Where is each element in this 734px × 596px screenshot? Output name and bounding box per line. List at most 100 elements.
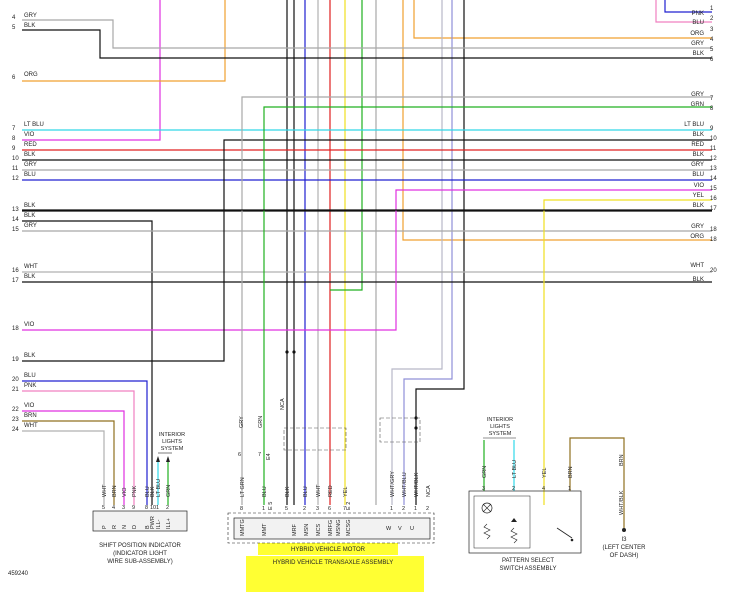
- ground-location-line2: OF DASH): [610, 553, 639, 559]
- left-wire-label-22: VIO: [24, 403, 35, 409]
- ground-brn-label: BRN: [619, 454, 625, 466]
- left-wire-label-18: VIO: [24, 322, 35, 328]
- right-wire-label-9: BLK: [693, 132, 704, 138]
- right-pin-20: 20: [710, 268, 717, 274]
- left-pin-18: 18: [12, 326, 19, 332]
- wire-yel-15: [543, 199, 712, 505]
- wire-vio-8: [22, 0, 161, 141]
- right-wire-label-12: GRY: [691, 162, 704, 168]
- motor-e4: E4: [266, 453, 272, 460]
- shift-pin-label-2: N: [122, 525, 128, 529]
- right-wire-label-15: YEL: [693, 193, 705, 199]
- shift-pin-label-3: D: [132, 525, 138, 529]
- right-wire-label-5: BLK: [693, 51, 704, 57]
- motor-right-pin-1: 2: [402, 506, 405, 512]
- wire-brn-23: [22, 420, 115, 505]
- diagram-id: 459240: [8, 571, 29, 577]
- motor-wire-color-0: LT GRN: [240, 477, 246, 497]
- motor-gry-label: GRY: [239, 416, 245, 428]
- resistor-icon: [510, 527, 518, 544]
- shift-pin-label-0: P: [102, 525, 108, 529]
- right-pin-7: 7: [710, 96, 714, 102]
- shift-indicator-name-line3: WIRE SUB-ASSEMBLY): [107, 559, 173, 565]
- motor-pin7: 7: [258, 452, 261, 458]
- left-pin-16: 16: [12, 268, 19, 274]
- shift-wire-color-3: PNK: [132, 485, 138, 497]
- right-wire-label-2: BLU: [692, 20, 704, 26]
- left-pin-15: 15: [12, 227, 19, 233]
- right-wire-label-6: GRY: [691, 92, 704, 98]
- wire-wht-blu: [403, 0, 453, 505]
- right-pin-11: 11: [710, 146, 717, 152]
- right-wire-label-20: BLK: [693, 277, 704, 283]
- right-wire-label-10: RED: [691, 142, 704, 148]
- pattern-pin-3: 1: [568, 486, 571, 492]
- switch-pivot-icon: [570, 538, 574, 542]
- motor-pin-label-5: MRFG: [328, 520, 334, 536]
- left-wire-label-6: ORG: [24, 72, 38, 78]
- pattern-lights-line2: LIGHTS: [490, 424, 510, 430]
- wire-grn-trunk: [330, 0, 363, 291]
- right-pin-10: 10: [710, 136, 717, 142]
- shift-pin-num-2: 3: [122, 505, 125, 511]
- pattern-pin-0: 3: [482, 486, 485, 492]
- wire-blk-5: [22, 29, 712, 59]
- pattern-switch-left-module: [473, 495, 531, 549]
- left-pin-19: 19: [12, 357, 19, 363]
- left-wire-label-11: GRY: [24, 162, 37, 168]
- wire-vio-22: [22, 410, 125, 505]
- shift-indicator-name-line1: SHIFT POSITION INDICATOR: [99, 543, 181, 549]
- motor-pin6: 6: [238, 452, 241, 458]
- left-wire-label-12: BLU: [24, 172, 36, 178]
- left-pin-11: 11: [12, 166, 19, 172]
- shift-lights-label-line2: LIGHTS: [162, 439, 182, 445]
- left-wire-label-21: PNK: [24, 383, 36, 389]
- shift-lights-label-line3: SYSTEM: [161, 446, 184, 452]
- motor-phase-label-0: W: [386, 526, 392, 532]
- left-pin-8: 8: [12, 136, 16, 142]
- shift-pin-label-6: ILL-: [156, 519, 162, 529]
- wire-blk-14: [22, 220, 153, 505]
- left-pin-5: 5: [12, 25, 16, 31]
- pattern-wire-color-0: GRN: [482, 466, 488, 478]
- right-pin-4: 4: [710, 37, 714, 43]
- wire-blu-2: [664, 0, 712, 13]
- motor-outer-box: [227, 512, 435, 544]
- wire-vio-18: [22, 189, 712, 331]
- left-connector-labels: 4 GRY 5 BLK 6 ORG 7 LT BLU 8 VIO 9 RED 1…: [12, 13, 44, 433]
- motor-right-wire-color-3: NCA: [426, 485, 432, 497]
- right-wire-label-17: GRY: [691, 224, 704, 230]
- left-wire-label-20: BLU: [24, 373, 36, 379]
- ground-location-line1: (LEFT CENTER: [603, 545, 647, 551]
- shift-pin-num-1: 4: [112, 505, 115, 511]
- motor-right-pin-3: 2: [426, 506, 429, 512]
- motor-pin-num-6: 7: [343, 506, 346, 512]
- pattern-switch-name-line1: PATTERN SELECT: [502, 558, 554, 564]
- motor-pin-num-1: 1: [262, 506, 265, 512]
- motor-right-pin-2: 1: [414, 506, 417, 512]
- right-pin-15: 15: [710, 186, 717, 192]
- splice-dot: [292, 350, 296, 354]
- motor-wire-color-4: WHT: [316, 484, 322, 497]
- left-wire-label-9: RED: [24, 142, 37, 148]
- right-pin-2: 2: [710, 16, 714, 22]
- right-wire-label-16: BLK: [693, 203, 704, 209]
- shift-wire-color-2: VIO: [122, 487, 128, 497]
- wire-org-19: [402, 0, 712, 241]
- left-pin-22: 22: [12, 407, 19, 413]
- arrow-icon: [156, 456, 160, 462]
- motor-grn-label: GRN: [258, 416, 264, 428]
- indicator-lamp-icon: [481, 502, 493, 514]
- shift-pin-num-5: 10: [150, 505, 156, 511]
- wire-pnk-21: [22, 390, 135, 505]
- motor-e5: E 5: [268, 502, 274, 510]
- motor-title: HYBRID VEHICLE MOTOR: [291, 547, 366, 553]
- left-wire-label-15: GRY: [24, 223, 37, 229]
- diode-icon: [511, 518, 517, 522]
- left-pin-14: 14: [12, 217, 19, 223]
- switch-contact-icon: [556, 527, 573, 539]
- pattern-lights-line3: SYSTEM: [489, 431, 512, 437]
- motor-phase-label-1: V: [398, 526, 402, 532]
